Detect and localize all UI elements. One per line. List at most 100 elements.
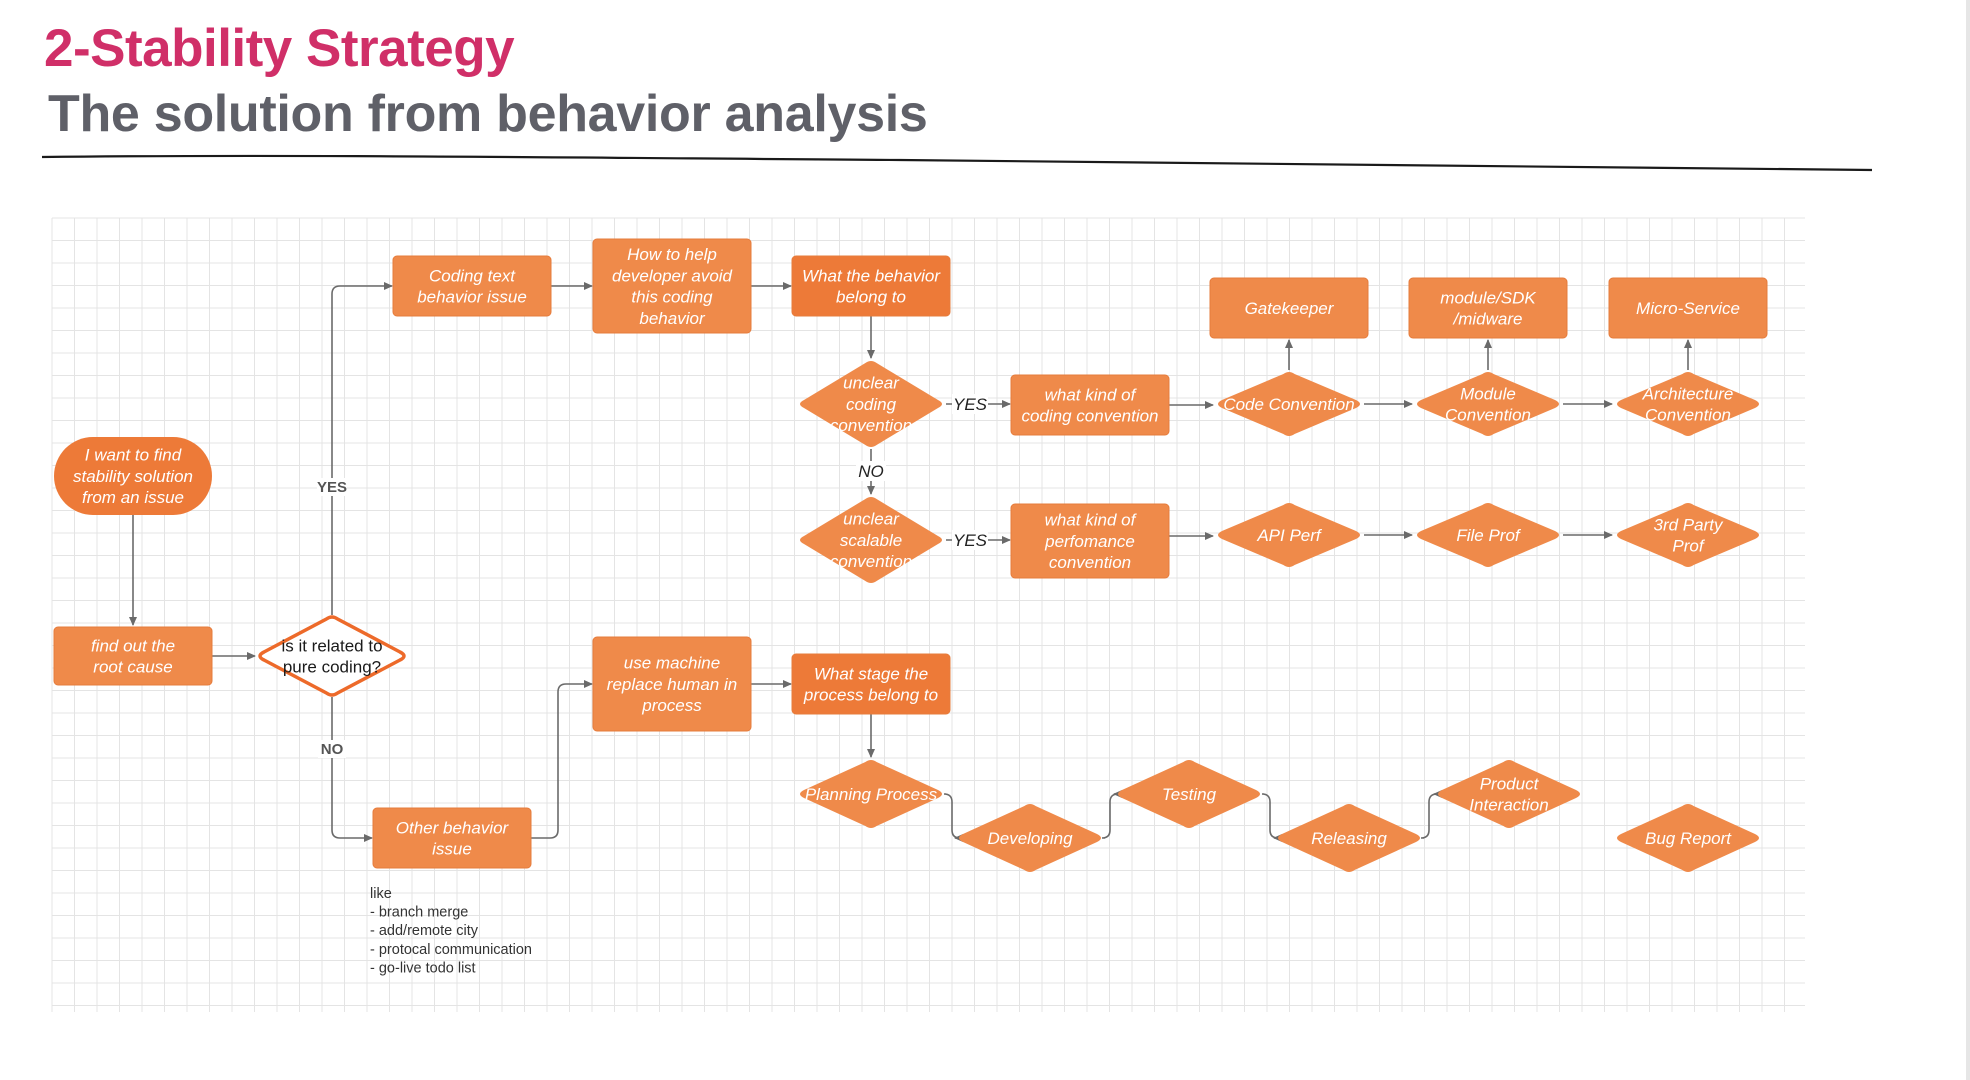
node-label: use machine — [624, 654, 720, 673]
edge-label-no-middle: NO — [858, 462, 884, 481]
node-label: Other behavior — [396, 818, 510, 837]
note-line: - branch merge — [370, 905, 468, 921]
node-bug-report: Bug Report — [1617, 804, 1759, 872]
edge-other-usemachine — [531, 680, 593, 839]
node-root-cause: find out the root cause — [53, 626, 213, 686]
node-label: convention — [830, 552, 912, 571]
start-terminator — [54, 437, 212, 515]
process-box — [791, 653, 951, 715]
label-bg — [952, 530, 988, 550]
note-text: like- branch merge- add/remote city- pro… — [370, 886, 532, 976]
node-label: issue — [432, 840, 472, 859]
node-label: coding — [846, 395, 897, 414]
decision-diamond — [800, 760, 942, 828]
node-label: Interaction — [1469, 796, 1548, 815]
process-box — [592, 636, 752, 732]
process-box — [53, 626, 213, 686]
node-label: pure coding? — [283, 658, 381, 677]
node-label: behavior — [639, 309, 706, 328]
node-label: How to help — [627, 245, 717, 264]
decision-diamond — [1438, 760, 1580, 828]
edge-testing-releasing — [1261, 793, 1282, 842]
node-label: from an issue — [82, 488, 184, 507]
node-label: perfomance — [1044, 532, 1135, 551]
node-label: is it related to — [281, 636, 382, 655]
decision-diamond — [800, 361, 942, 447]
node-label: Testing — [1162, 785, 1217, 804]
node-label: process belong to — [803, 686, 938, 705]
node-gatekeeper: Gatekeeper — [1209, 277, 1369, 339]
node-label: Micro-Service — [1636, 299, 1740, 318]
decision-diamond — [959, 804, 1101, 872]
node-label: module/SDK — [1440, 288, 1536, 307]
page-subtitle: The solution from behavior analysis — [48, 85, 928, 143]
node-other-behavior: Other behavior issue — [372, 807, 532, 869]
decision-diamond — [1617, 503, 1759, 567]
edge-label-yes-scalable: YES — [953, 531, 988, 550]
node-label: what kind of — [1045, 511, 1138, 530]
node-label: Convention — [1645, 406, 1731, 425]
node-label: developer avoid — [612, 266, 733, 285]
decision-diamond — [1218, 372, 1360, 436]
label-bg — [856, 461, 886, 481]
note-line: like — [370, 886, 392, 902]
node-label: Developing — [987, 829, 1073, 848]
node-label: API Perf — [1256, 526, 1323, 545]
process-box — [392, 255, 552, 317]
node-testing: Testing — [1118, 760, 1260, 828]
node-label: Bug Report — [1645, 829, 1732, 848]
label-bg — [317, 478, 347, 496]
node-label: find out the — [91, 636, 175, 655]
node-label: Releasing — [1311, 829, 1387, 848]
node-label: Planning Process — [805, 785, 938, 804]
node-label: Code Convention — [1223, 395, 1354, 414]
note-line: - protocal communication — [370, 942, 532, 958]
process-box — [791, 255, 951, 317]
edge-no-other-behavior — [331, 697, 373, 842]
node-label: unclear — [843, 374, 900, 393]
process-box — [1209, 277, 1369, 339]
node-label: root cause — [93, 658, 172, 677]
decision-diamond — [1417, 372, 1559, 436]
node-label: process — [641, 696, 702, 715]
decision-diamond-outline — [258, 615, 406, 697]
node-label: What the behavior — [802, 266, 941, 285]
decision-diamond — [1617, 804, 1759, 872]
node-label: Module — [1460, 384, 1516, 403]
edge-planning-developing — [943, 793, 963, 842]
process-box — [1608, 277, 1768, 339]
decision-diamond — [800, 497, 942, 583]
node-label: stability solution — [73, 467, 193, 486]
grid-background — [51, 217, 1805, 1012]
edge-developing-testing — [1101, 790, 1122, 839]
node-label: convention — [830, 416, 912, 435]
node-label: 3rd Party — [1654, 515, 1724, 534]
node-micro-service: Micro-Service — [1608, 277, 1768, 339]
edge-yes-coding-text — [331, 282, 393, 615]
note-line: - go-live todo list — [370, 960, 476, 976]
node-is-pure-coding: is it related to pure coding? — [258, 615, 406, 697]
decision-diamond — [1118, 760, 1260, 828]
node-label: unclear — [843, 510, 900, 529]
decision-diamond — [1417, 503, 1559, 567]
process-box — [1408, 277, 1568, 339]
node-label: replace human in — [607, 675, 737, 694]
node-label: File Prof — [1456, 526, 1522, 545]
node-label: Convention — [1445, 406, 1531, 425]
node-label: behavior issue — [417, 288, 527, 307]
node-planning: Planning Process — [800, 760, 942, 828]
node-label: Architecture — [1642, 384, 1734, 403]
decision-diamond — [1278, 804, 1420, 872]
